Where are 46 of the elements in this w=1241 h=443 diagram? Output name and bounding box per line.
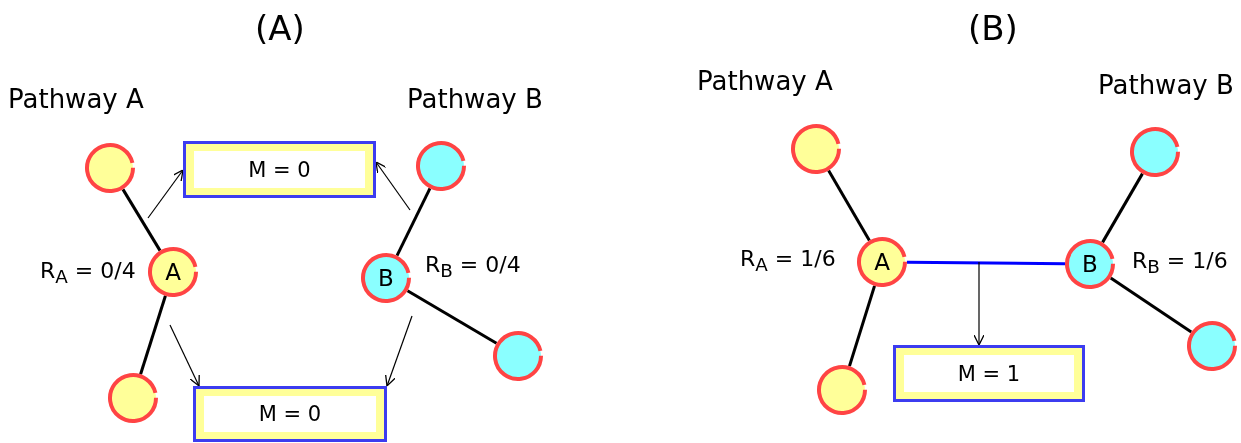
arrow	[973, 261, 985, 346]
link-line	[1101, 172, 1144, 244]
arrow	[375, 161, 411, 211]
link-line	[907, 260, 1065, 266]
ratio-label: R$_{B}$ = 0/4	[425, 252, 521, 282]
link-line	[121, 188, 162, 252]
result-label: M = 0	[204, 396, 376, 432]
node-letter: A	[874, 249, 890, 275]
node-letter: A	[165, 259, 181, 285]
link-line	[139, 295, 167, 375]
arrow	[147, 169, 184, 219]
ratio-label: R$_{A}$ = 0/4	[40, 258, 136, 288]
result-box	[183, 141, 376, 198]
panel-label: (A)	[255, 8, 305, 48]
pathway-label: Pathway A	[8, 84, 144, 114]
result-label: M = 1	[904, 355, 1074, 392]
ratio-label: R$_{B}$ = 1/6	[1132, 248, 1228, 278]
pathway-label: Pathway B	[407, 84, 543, 114]
result-label: M = 0	[194, 151, 365, 188]
node-circle	[856, 236, 908, 288]
node-circle	[1129, 126, 1181, 178]
link-line	[406, 289, 498, 345]
node-circle	[492, 330, 544, 382]
arrow	[385, 315, 413, 387]
node-circle	[1064, 238, 1116, 290]
result-box	[893, 345, 1085, 402]
result-box	[193, 386, 387, 442]
link-line	[395, 187, 432, 257]
node-letter: B	[1082, 251, 1098, 277]
pathway-label: Pathway A	[697, 66, 833, 96]
node-circle	[790, 123, 842, 175]
arrow	[169, 324, 200, 387]
node-circle	[1186, 320, 1238, 372]
node-circle	[107, 372, 159, 424]
panel-label: (B)	[968, 8, 1018, 48]
link-line	[827, 169, 871, 242]
node-circle	[147, 246, 199, 298]
ratio-label: R$_{A}$ = 1/6	[740, 246, 836, 276]
node-circle	[415, 140, 467, 192]
pathway-label: Pathway B	[1098, 70, 1234, 100]
link-line	[848, 285, 876, 367]
link-line	[1109, 276, 1193, 334]
node-letter: B	[378, 265, 394, 291]
node-circle	[84, 142, 136, 194]
node-circle	[360, 252, 412, 304]
node-circle	[816, 364, 868, 416]
